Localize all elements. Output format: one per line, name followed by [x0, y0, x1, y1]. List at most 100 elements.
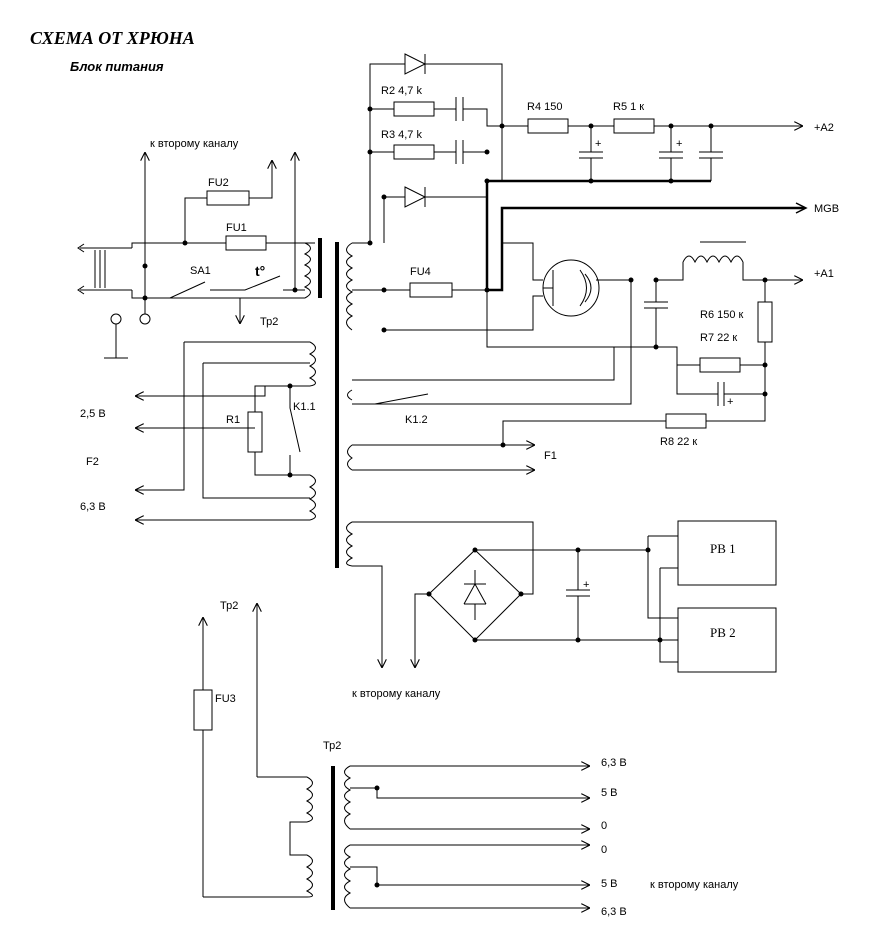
rectifier-tube-icon — [542, 259, 600, 317]
diode-bridge-icon — [428, 549, 522, 641]
capacitor-r7 — [717, 382, 725, 406]
junction-dot — [367, 240, 373, 246]
label-tr2-left: Тр2 — [220, 600, 238, 612]
junction-dot — [367, 106, 373, 112]
filament-f2-section — [135, 341, 316, 521]
fuse-fu3 — [193, 689, 213, 731]
junction-dot — [367, 149, 373, 155]
resistor-r8 — [665, 413, 707, 429]
label-out-63-top: 6,3 В — [601, 757, 627, 769]
label-a1: +A1 — [814, 268, 834, 280]
label-f1: F1 — [544, 450, 557, 462]
junction-dot — [381, 327, 387, 333]
junction-dot — [668, 123, 674, 129]
label-r5: R5 1 к — [613, 101, 644, 113]
junction-dot — [484, 178, 490, 184]
label-v25: 2,5 В — [80, 408, 106, 420]
diode-bottom-icon — [404, 186, 427, 208]
junction-dot — [142, 263, 148, 269]
label-r7: R7 22 к — [700, 332, 737, 344]
tube-section: + — [347, 241, 804, 448]
primary-winding — [303, 242, 311, 299]
label-k11: K1.1 — [293, 401, 316, 413]
fuse-fu1 — [225, 235, 267, 251]
label-r4: R4 150 — [527, 101, 562, 113]
label-out-5-bottom: 5 В — [601, 878, 618, 890]
junction-dot — [575, 547, 581, 553]
junction-dot — [708, 123, 714, 129]
junction-dot — [182, 240, 188, 246]
label-rv2: РВ 2 — [710, 625, 736, 640]
junction-dot — [628, 277, 634, 283]
label-rv1: РВ 1 — [710, 541, 736, 556]
junction-dot — [518, 591, 524, 597]
label-a2: +A2 — [814, 122, 834, 134]
label-r6: R6 150 к — [700, 309, 744, 321]
fuse-fu4 — [409, 282, 453, 298]
junction-dot — [575, 637, 581, 643]
label-out-0-b: 0 — [601, 844, 607, 856]
junction-dot — [381, 287, 387, 293]
hv-secondary-winding — [346, 242, 354, 331]
junction-dot — [426, 591, 432, 597]
filament-f1-section — [347, 445, 536, 470]
label-tr2-top: Тр2 — [260, 316, 278, 328]
capacitor-r3 — [455, 140, 464, 164]
label-out-0-a: 0 — [601, 820, 607, 832]
rv1-block — [677, 520, 777, 586]
junction-dot — [484, 149, 490, 155]
tr2-secondary-winding-bottom — [344, 844, 352, 909]
hv-secondary-section: + + — [346, 53, 807, 331]
label-to-second-channel-bottom: к второму каналу — [650, 879, 739, 891]
tr2-secondary-winding-top — [344, 765, 352, 830]
ground-icon — [104, 298, 151, 359]
junction-dot — [374, 785, 380, 791]
secondary-winding-upper — [308, 341, 316, 387]
svg-text:+: + — [727, 396, 733, 408]
label-r8: R8 22 к — [660, 436, 697, 448]
bridge-rectifier-section: + — [346, 520, 777, 673]
label-r3: R3 4,7 k — [381, 129, 422, 141]
junction-dot — [499, 123, 505, 129]
diagram-labels: к второму каналу FU2 FU1 SA1 t° Тр2 R2 4… — [80, 85, 839, 918]
secondary-winding-lower — [308, 474, 316, 521]
label-out-5-top: 5 В — [601, 787, 618, 799]
ground-bus — [485, 179, 805, 292]
label-to-second-channel-mid: к второму каналу — [352, 688, 441, 700]
junction-dot — [374, 882, 380, 888]
junction-dot — [762, 362, 768, 368]
rv2-block — [677, 607, 777, 673]
diode-top-icon — [404, 53, 427, 75]
relay-contact-k11 — [289, 386, 301, 475]
label-thermo: t° — [255, 263, 265, 279]
resistor-r2 — [393, 101, 435, 117]
label-tr2-bottom: Тр2 — [323, 740, 341, 752]
transformer-tr2-section — [194, 603, 590, 910]
junction-dot — [588, 178, 594, 184]
junction-dot — [381, 194, 387, 200]
label-fu1: FU1 — [226, 222, 247, 234]
junction-dot — [668, 178, 674, 184]
label-sa1: SA1 — [190, 265, 211, 277]
junction-dot — [653, 344, 659, 350]
label-v63-left: 6,3 В — [80, 501, 106, 513]
mains-input-section — [77, 152, 322, 359]
relay-contact-k12 — [347, 347, 615, 405]
label-fu4: FU4 — [410, 266, 431, 278]
resistor-r5 — [613, 118, 655, 134]
label-fu2: FU2 — [208, 177, 229, 189]
label-k12: K1.2 — [405, 414, 428, 426]
label-f2: F2 — [86, 456, 99, 468]
filter-capacitors: + + — [579, 126, 723, 181]
label-fu3: FU3 — [215, 693, 236, 705]
junction-dot — [645, 547, 651, 553]
label-to-second-channel-top: к второму каналу — [150, 138, 239, 150]
fuse-fu2 — [206, 190, 250, 206]
svg-text:+: + — [595, 138, 601, 150]
label-out-63-bottom: 6,3 В — [601, 906, 627, 918]
resistor-r3 — [393, 144, 435, 160]
junction-dot — [588, 123, 594, 129]
tr2-primary-winding-icon — [203, 776, 313, 898]
